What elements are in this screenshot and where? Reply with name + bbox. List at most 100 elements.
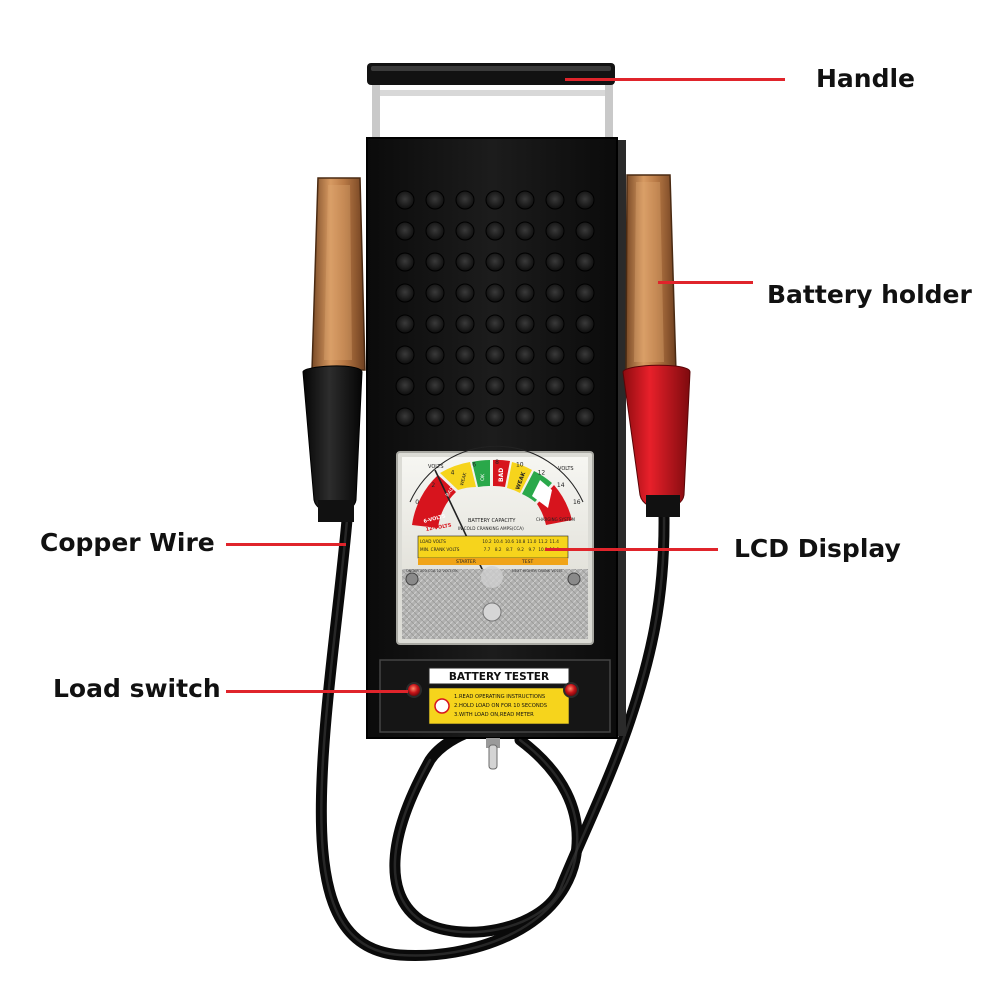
vent-hole [395,221,415,241]
vent-hole [515,283,535,303]
vent-hole [395,345,415,365]
load-table-cell: 10.4 [494,539,504,544]
red-battery-clamp[interactable] [622,174,691,517]
load-table-cell: 7.7 [484,547,491,552]
load-table-cell: 10.2 [482,539,492,544]
vent-hole [425,345,445,365]
meter-tick-label: 12 [538,470,546,477]
lcd-display-leader-line [545,548,718,551]
vent-hole [515,221,535,241]
instruction-line-2: 2.HOLD LOAD ON FOR 10 SECONDS [454,703,547,709]
load-table-cell: 10.8 [516,539,526,544]
vent-hole [455,190,475,210]
cable-loop [315,509,670,962]
zone-bad-large-label: BAD [498,468,505,482]
meter-tick-label: 14 [557,482,565,489]
meter-caption-line1: BATTERY CAPACITY [468,518,516,524]
vent-hole [545,376,565,396]
vent-hole [425,283,445,303]
meter-tick-label: 2 [431,482,435,489]
vent-hole [425,190,445,210]
vent-hole [575,314,595,334]
vent-hole [485,221,505,241]
vent-hole [395,314,415,334]
vent-hole [455,283,475,303]
range-6v-label: 6-VOLTS [423,513,447,525]
vent-hole [455,252,475,272]
handle-leader-line [565,78,785,81]
load-table-cell: 10.6 [505,539,515,544]
lcd-display-callout: LCD Display [734,534,901,563]
vent-hole [575,376,595,396]
vent-hole [485,314,505,334]
vent-hole [455,345,475,365]
vent-hole [515,314,535,334]
vent-hole [545,314,565,334]
vent-hole [545,283,565,303]
range-12v-label: 12-VOLTS [425,522,452,533]
handle-callout: Handle [816,64,916,93]
vent-hole [545,407,565,427]
meter-volts-label: VOLTS [428,464,444,470]
load-table-cell: 11.2 [538,539,548,544]
vent-hole [395,376,415,396]
load-table-cell: 11.0 [527,539,537,544]
vent-hole [575,252,595,272]
vent-hole [545,345,565,365]
right-indicator-led [563,682,579,698]
instruction-line-1: 1.READ OPERATING INSTRUCTIONS [454,694,545,700]
zone-weak-label: WEAK [459,471,469,486]
vent-hole [575,190,595,210]
vent-hole [395,190,415,210]
vent-hole [545,252,565,272]
battery-holder-leader-line [658,281,753,284]
handle[interactable] [367,63,615,140]
copper-wire-callout: Copper Wire [40,528,215,557]
load-table-cell: 9.7 [528,547,535,552]
load-table-row1-label: LOAD VOLTS [420,539,446,544]
battery-holder-callout: Battery holder [767,280,972,309]
vent-hole [575,345,595,365]
meter-tick-label: 4 [451,470,455,477]
zone-charging-label: CHARGING SYSTEM [536,517,575,522]
battery-tester-title: BATTERY TESTER [449,671,549,683]
instruction-line-3: 3.WITH LOAD ON,READ METER [454,712,534,718]
meter-tick-label: 10 [516,462,524,469]
vent-hole [575,407,595,427]
meter-tick-label: 16 [573,499,581,506]
load-table-cell: 11.4 [550,539,560,544]
meter-note-left: UNDER 200 CCA 12 VOLT OK [406,569,458,573]
vent-hole [515,190,535,210]
black-battery-clamp[interactable] [302,177,366,522]
vent-hole [485,376,505,396]
vent-hole [485,283,505,303]
vent-hole [425,221,445,241]
vent-hole [425,376,445,396]
ventilation-grille [395,190,595,427]
vent-hole [455,314,475,334]
vent-hole [545,190,565,210]
vent-hole [545,221,565,241]
load-switch-leader-line [226,690,408,693]
meter-caption-line2: IN COLD CRANKING AMPS(CCA) [458,526,524,531]
load-table-row2-label: MIN. CRANK VOLTS [420,547,460,552]
load-switch-toggle[interactable] [486,738,500,770]
vent-hole [425,314,445,334]
zero-adjust-screw[interactable] [482,602,502,622]
vent-hole [485,407,505,427]
meter-scale-zones [412,459,572,528]
zone-ok-label: OK [480,473,486,481]
load-table-cell: 10.2 [538,547,548,552]
vent-hole [455,407,475,427]
load-table-footer-starter: STARTER [456,559,476,565]
copper-wire-leader-line [226,543,346,546]
vent-hole [455,221,475,241]
label-panel [379,659,611,733]
left-indicator-led [406,682,422,698]
vent-hole [515,252,535,272]
vent-hole [395,407,415,427]
